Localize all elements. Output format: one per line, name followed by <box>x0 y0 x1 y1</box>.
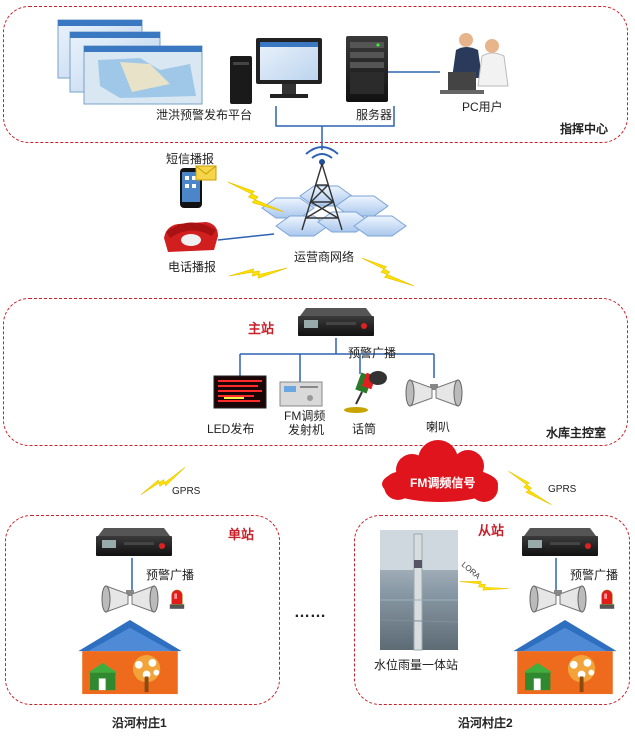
network-hexagons <box>261 185 407 237</box>
pc-user-icon <box>440 33 509 94</box>
village2-zone-label: 沿河村庄2 <box>458 716 513 730</box>
gprs-left-label: GPRS <box>172 486 201 497</box>
phone-link <box>217 233 275 241</box>
village1-horn-icon <box>101 585 159 613</box>
fm-tx-label-2: 发射机 <box>288 423 325 437</box>
operator-label: 运营商网络 <box>294 250 355 264</box>
lightning-gprs-left <box>140 454 186 508</box>
village1-alarm-icon <box>169 589 185 610</box>
village1-broadcaster-icon <box>96 528 172 556</box>
led-panel-icon <box>213 375 267 409</box>
server-icon <box>346 36 388 102</box>
computer-icon <box>230 38 322 104</box>
fm-signal-cloud <box>382 440 498 502</box>
horn-label: 喇叭 <box>426 420 451 434</box>
fm-signal-label: FM调频信号 <box>410 476 476 490</box>
village2-horn-icon <box>529 585 587 613</box>
master-room-zone-label: 水库主控室 <box>546 426 607 440</box>
pc-user-label: PC用户 <box>462 100 503 114</box>
village2-zone <box>354 515 630 705</box>
rain-station-photo <box>379 530 459 651</box>
lightning-right <box>362 257 414 287</box>
phone-label: 电话播报 <box>168 260 217 274</box>
village1-zone-label: 沿河村庄1 <box>112 716 167 730</box>
village1-house-icon <box>78 619 182 695</box>
village1-broadcast-label: 预警广播 <box>146 568 195 582</box>
village2-broadcast-label: 预警广播 <box>570 568 619 582</box>
fm-transmitter-icon <box>279 381 323 407</box>
master-horn-icon <box>405 379 463 407</box>
rain-station-label: 水位雨量一体站 <box>374 658 459 672</box>
village2-alarm-icon <box>599 589 615 610</box>
sms-label: 短信播报 <box>166 152 215 166</box>
village1-station-label: 单站 <box>228 527 255 542</box>
master-control-zone <box>3 298 628 446</box>
server-label: 服务器 <box>356 108 393 122</box>
master-broadcast-label: 预警广播 <box>348 346 397 360</box>
master-station-label: 主站 <box>248 321 275 336</box>
desk-phone-icon <box>164 222 218 252</box>
village2-station-label: 从站 <box>478 523 505 538</box>
ellipsis-label: …… <box>294 604 326 621</box>
village2-house-icon <box>513 619 617 695</box>
platform-label: 泄洪预警发布平台 <box>156 108 253 122</box>
microphone-icon <box>344 371 387 413</box>
tower-structure <box>301 163 343 231</box>
master-broadcaster-icon <box>298 308 374 336</box>
village2-broadcaster-icon <box>522 528 598 556</box>
command-center-zone-label: 指挥中心 <box>560 122 609 136</box>
fm-tx-label-1: FM调频 <box>284 409 326 423</box>
tower-icon <box>305 146 339 165</box>
sms-phone-icon <box>180 165 217 208</box>
mic-label: 话筒 <box>352 422 377 436</box>
platform-screens <box>57 19 203 105</box>
lightning-left <box>228 245 288 299</box>
led-label: LED发布 <box>207 422 255 436</box>
gprs-right-label: GPRS <box>548 484 577 495</box>
village1-zone <box>5 515 280 705</box>
master-bus-lines <box>239 338 435 382</box>
command-center-zone <box>3 6 628 143</box>
